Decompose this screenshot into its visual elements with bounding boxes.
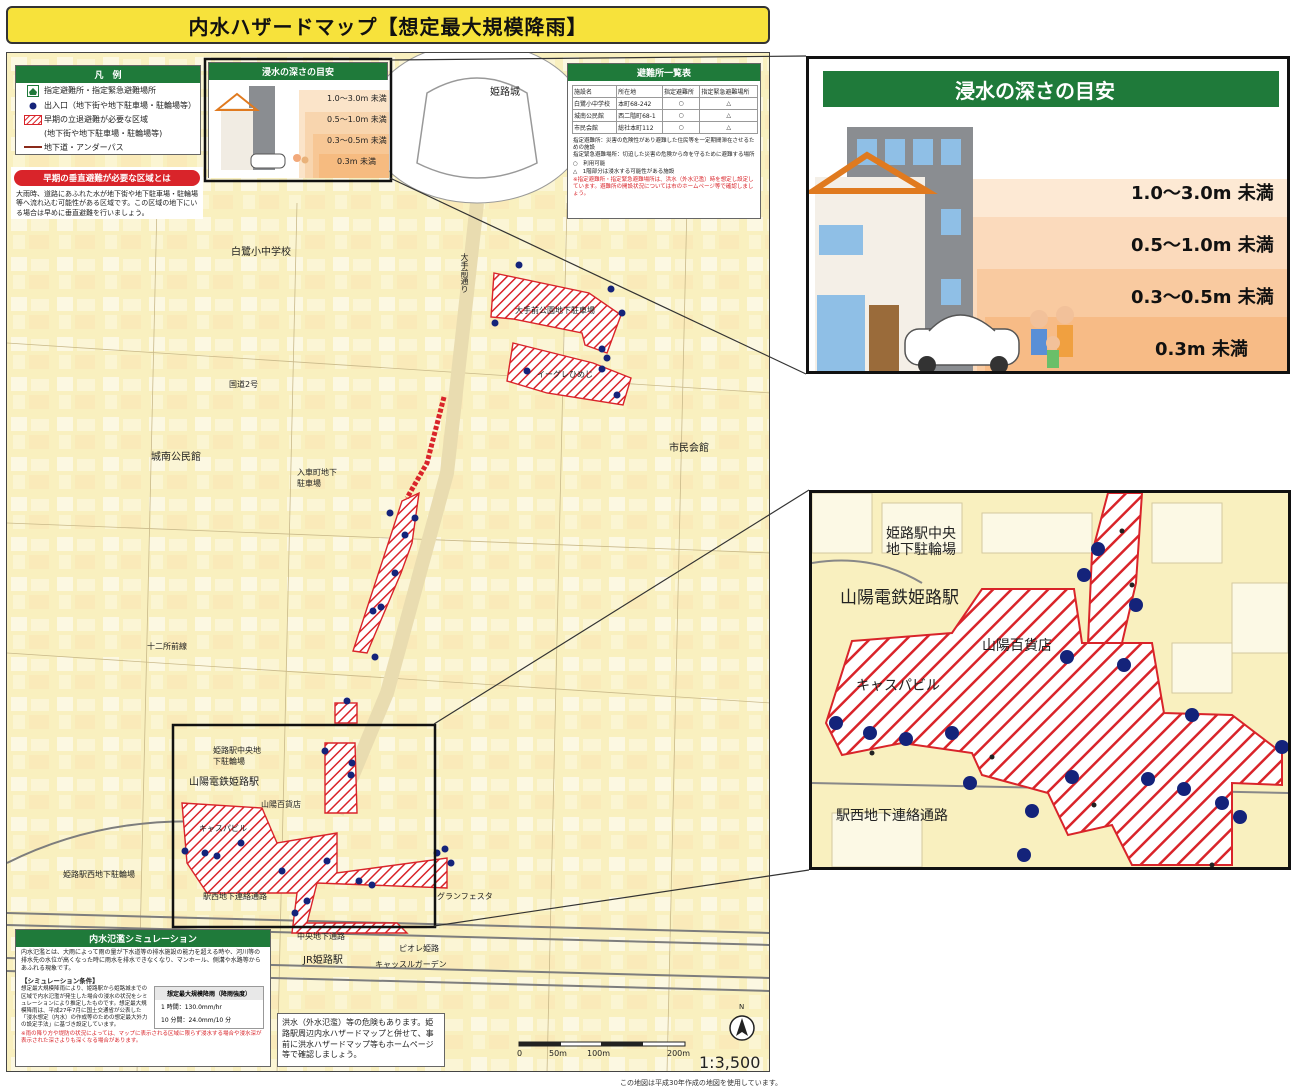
label-jr-himeji: JR姫路駅 bbox=[303, 955, 343, 966]
small-depth-level-2: 0.5～1.0m 未満 bbox=[327, 115, 387, 124]
scale-tick-100: 100m bbox=[587, 1049, 611, 1058]
table-row: 城南公民館 西二階町68-1 ○ △ bbox=[571, 109, 758, 122]
table-row: 白鷺小中学校 本町68-242 ○ △ bbox=[571, 97, 758, 110]
hatch-area-icon bbox=[22, 115, 44, 125]
caution-box: 洪水（外水氾濫）等の危険もあります。姫路駅周辺内水ハザードマップと併せて、事前に… bbox=[277, 1013, 445, 1067]
simulation-text: 内水氾濫とは、大雨によって雨の量が下水道等の排水施設の能力を超える時や、河川等の… bbox=[21, 949, 261, 972]
legend-row-shelter: 指定避難所・指定緊急避難場所 bbox=[16, 83, 200, 99]
shelter-note-1: 指定避難所：災害の危険性があり避難した住民等を一定期間滞在させるための施設 bbox=[573, 138, 755, 152]
legend-panel: 凡 例 指定避難所・指定緊急避難場所 出入口（地下街や地下駐車場・駐輪場等） 早… bbox=[15, 65, 201, 155]
label-himeji-castle: 姫路城 bbox=[490, 87, 520, 98]
footer-note: この地図は平成30年作成の地図を使用しています。 bbox=[620, 1079, 782, 1087]
station-label-sanyo-station: 山陽電鉄姫路駅 bbox=[840, 588, 959, 608]
entrance-dots bbox=[181, 261, 626, 917]
small-depth-illustration bbox=[209, 80, 389, 178]
label-otemae-parking: 大手前公園地下駐車場 bbox=[515, 306, 595, 315]
page-title: 内水ハザードマップ【想定最大規模降雨】 bbox=[188, 14, 588, 39]
underpass-line-icon bbox=[22, 144, 44, 150]
label-jonan-hall: 城南公民館 bbox=[151, 452, 201, 463]
scale-tick-200: 200m bbox=[667, 1049, 691, 1058]
small-depth-panel: 浸水の深さの目安 1.0～3.0m 未満 0.5～1.0m 未満 0.3～0.5… bbox=[208, 62, 389, 178]
entrance-dot-icon bbox=[22, 101, 44, 111]
small-depth-level-3: 0.3～0.5m 未満 bbox=[327, 136, 387, 145]
simulation-panel: 内水氾濫シミュレーション 内水氾濫とは、大雨によって雨の量が下水道等の排水施設の… bbox=[15, 929, 271, 1067]
simulation-cond-header: 【シミュレーション条件】 bbox=[21, 977, 99, 986]
shelter-note-2: 指定緊急避難場所：切迫した災害の危険から命を守るために避難する場所 bbox=[573, 152, 755, 159]
map-canvas bbox=[7, 53, 769, 1071]
shelter-icon bbox=[22, 85, 44, 97]
shelter-table-panel: 避難所一覧表 施設名 所在地 指定避難所 指定緊急避難場所 白鷺小中学校 本町6… bbox=[567, 63, 761, 219]
label-sanyo-station: 山陽電鉄姫路駅 bbox=[189, 777, 259, 788]
label-casper: キャスパビル bbox=[199, 824, 247, 833]
depth-level-4: 0.3m 未満 bbox=[1155, 339, 1248, 360]
small-depth-level-4: 0.3m 未満 bbox=[337, 157, 377, 166]
station-inset-map bbox=[812, 493, 1288, 867]
depth-illustration bbox=[809, 127, 1287, 371]
table-row: 市民会館 総社本町112 ○ △ bbox=[571, 121, 758, 134]
shelter-note-red: ※指定避難所・指定緊急避難場所は、洪水（外水氾濫）時を想定し設定しています。避難… bbox=[573, 176, 754, 197]
label-civic-hall: 市民会館 bbox=[669, 443, 709, 454]
legend-row-entrance: 出入口（地下街や地下駐車場・駐輪場等） bbox=[16, 99, 200, 113]
scale-bar bbox=[518, 1041, 686, 1047]
legend-row-underpass: 地下道・アンダーパス bbox=[16, 141, 200, 155]
label-west-passage: 駅西地下連絡通路 bbox=[203, 892, 267, 901]
legend-row-hatch-sub: (地下街や地下駐車場・駐輪場等) bbox=[44, 129, 163, 138]
title-banner: 内水ハザードマップ【想定最大規模降雨】 bbox=[6, 6, 770, 44]
north-label: N bbox=[739, 1003, 745, 1011]
depth-level-3: 0.3～0.5m 未満 bbox=[1131, 287, 1274, 308]
legend-row-hatch: 早期の立退避難が必要な区域 bbox=[16, 113, 200, 127]
main-map[interactable]: 凡 例 指定避難所・指定緊急避難場所 出入口（地下街や地下駐車場・駐輪場等） 早… bbox=[6, 52, 770, 1072]
scale-tick-0: 0 bbox=[517, 1049, 523, 1058]
depth-inset: 浸水の深さの目安 1.0～3.0m 未満 0.5～1.0m 未満 0.3～0.5… bbox=[806, 56, 1290, 374]
scale-ratio: 1:3,500 bbox=[699, 1053, 761, 1072]
station-label-bicycle-2: 地下駐輪場 bbox=[886, 542, 956, 558]
label-shirasagi-school: 白鷺小中学校 bbox=[231, 247, 291, 258]
small-depth-level-1: 1.0～3.0m 未満 bbox=[327, 94, 387, 103]
legend-header: 凡 例 bbox=[16, 66, 200, 83]
station-label-sanyo-dept: 山陽百貨店 bbox=[982, 638, 1052, 654]
label-eagle-himeji: イーグレひめじ bbox=[537, 370, 593, 379]
label-bicycle-parking: 姫路駅中央地下駐輪場 bbox=[213, 746, 261, 766]
label-route2: 国道2号 bbox=[229, 380, 259, 389]
simulation-header: 内水氾濫シミュレーション bbox=[16, 930, 270, 947]
rain-box: 想定最大規模降雨（降雨強度） 1 時間：130.0mm/hr 10 分間：24.… bbox=[154, 986, 264, 1030]
early-evac-header: 早期の垂直避難が必要な区域とは bbox=[14, 170, 200, 186]
simulation-red-note: ※雨の降り方や堤防の状況によっては、マップに表示される区域に限らず浸水する場合や… bbox=[21, 1031, 262, 1045]
simulation-cond-text: 想定最大規模降雨により、姫路駅から姫路城までの区域で内水氾濫が発生した場合の浸水… bbox=[21, 986, 148, 1029]
label-otemae-street: 大手前通り bbox=[460, 253, 469, 293]
north-arrow-icon bbox=[729, 1015, 755, 1041]
label-central-passage: 中央地下通路 bbox=[297, 932, 345, 941]
label-iricha-parking: 入車町地下駐車場 bbox=[297, 468, 337, 488]
shelter-table: 施設名 所在地 指定避難所 指定緊急避難場所 白鷺小中学校 本町68-242 ○… bbox=[571, 85, 758, 134]
shelter-legend-t: △ 1階部分は浸水する可能性がある施設 bbox=[573, 168, 675, 175]
depth-level-2: 0.5～1.0m 未満 bbox=[1131, 235, 1274, 256]
station-inset[interactable]: 姫路駅中央 地下駐輪場 山陽電鉄姫路駅 山陽百貨店 キャスパビル 駅西地下連絡通… bbox=[809, 490, 1291, 870]
station-label-bicycle-1: 姫路駅中央 bbox=[886, 526, 956, 542]
label-west-parking: 姫路駅西地下駐輪場 bbox=[63, 870, 135, 879]
label-piole: ピオレ姫路 bbox=[399, 944, 439, 953]
shelter-legend-o: ○ 利用可能 bbox=[573, 161, 606, 168]
label-castle-garden: キャッスルガーデン bbox=[375, 960, 447, 969]
early-evac-panel: 早期の垂直避難が必要な区域とは 大雨時、道路にあふれた水が地下街や地下駐車場・駐… bbox=[11, 167, 203, 219]
scale-tick-50: 50m bbox=[549, 1049, 567, 1058]
label-jujo-street: 十二所前線 bbox=[147, 642, 187, 651]
shelter-table-header: 避難所一覧表 bbox=[568, 64, 760, 81]
label-sanyo-dept: 山陽百貨店 bbox=[261, 800, 301, 809]
station-label-west-passage: 駅西地下連絡通路 bbox=[836, 808, 948, 824]
depth-inset-header: 浸水の深さの目安 bbox=[823, 71, 1279, 107]
early-evac-text: 大雨時、道路にあふれた水が地下街や地下駐車場・駐輪場等へ流れ込む可能性がある区域… bbox=[16, 190, 198, 217]
station-label-casper: キャスパビル bbox=[856, 678, 940, 694]
depth-level-1: 1.0～3.0m 未満 bbox=[1131, 183, 1274, 204]
small-depth-header: 浸水の深さの目安 bbox=[209, 63, 387, 80]
label-granfesta: グランフェスタ bbox=[437, 892, 493, 901]
